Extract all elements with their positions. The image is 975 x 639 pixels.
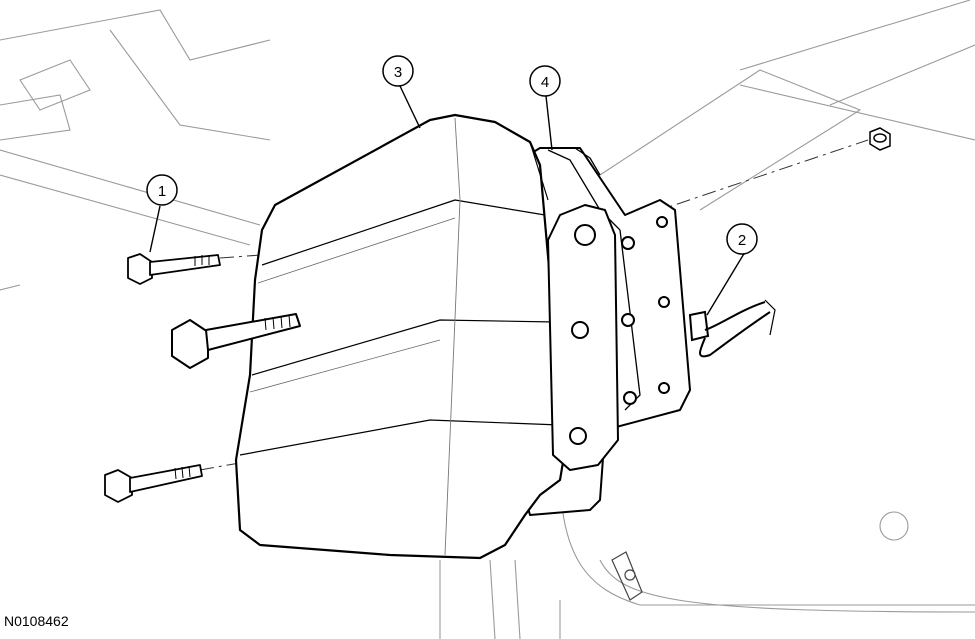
module-housing <box>234 113 567 560</box>
mounting-bolt-middle <box>171 313 301 369</box>
callout-1-label: 1 <box>158 183 166 200</box>
mounting-bolt-lower <box>104 464 203 503</box>
callout-3-label: 3 <box>394 64 402 81</box>
body-hole-right <box>879 511 909 541</box>
callout-2-label: 2 <box>738 232 746 249</box>
callout-4: 4 <box>529 65 561 97</box>
callout-leaders <box>149 85 746 316</box>
figure-id: N0108462 <box>4 613 69 629</box>
nut-icon <box>869 127 891 151</box>
callout-2: 2 <box>726 223 758 255</box>
callout-3: 3 <box>382 55 414 87</box>
clip-icon <box>611 551 643 601</box>
mounting-bolt-upper <box>127 253 221 285</box>
callout-1: 1 <box>146 174 178 206</box>
wiring-connector <box>688 299 776 358</box>
bracket-front-plate <box>547 204 619 471</box>
callout-4-label: 4 <box>541 74 549 91</box>
